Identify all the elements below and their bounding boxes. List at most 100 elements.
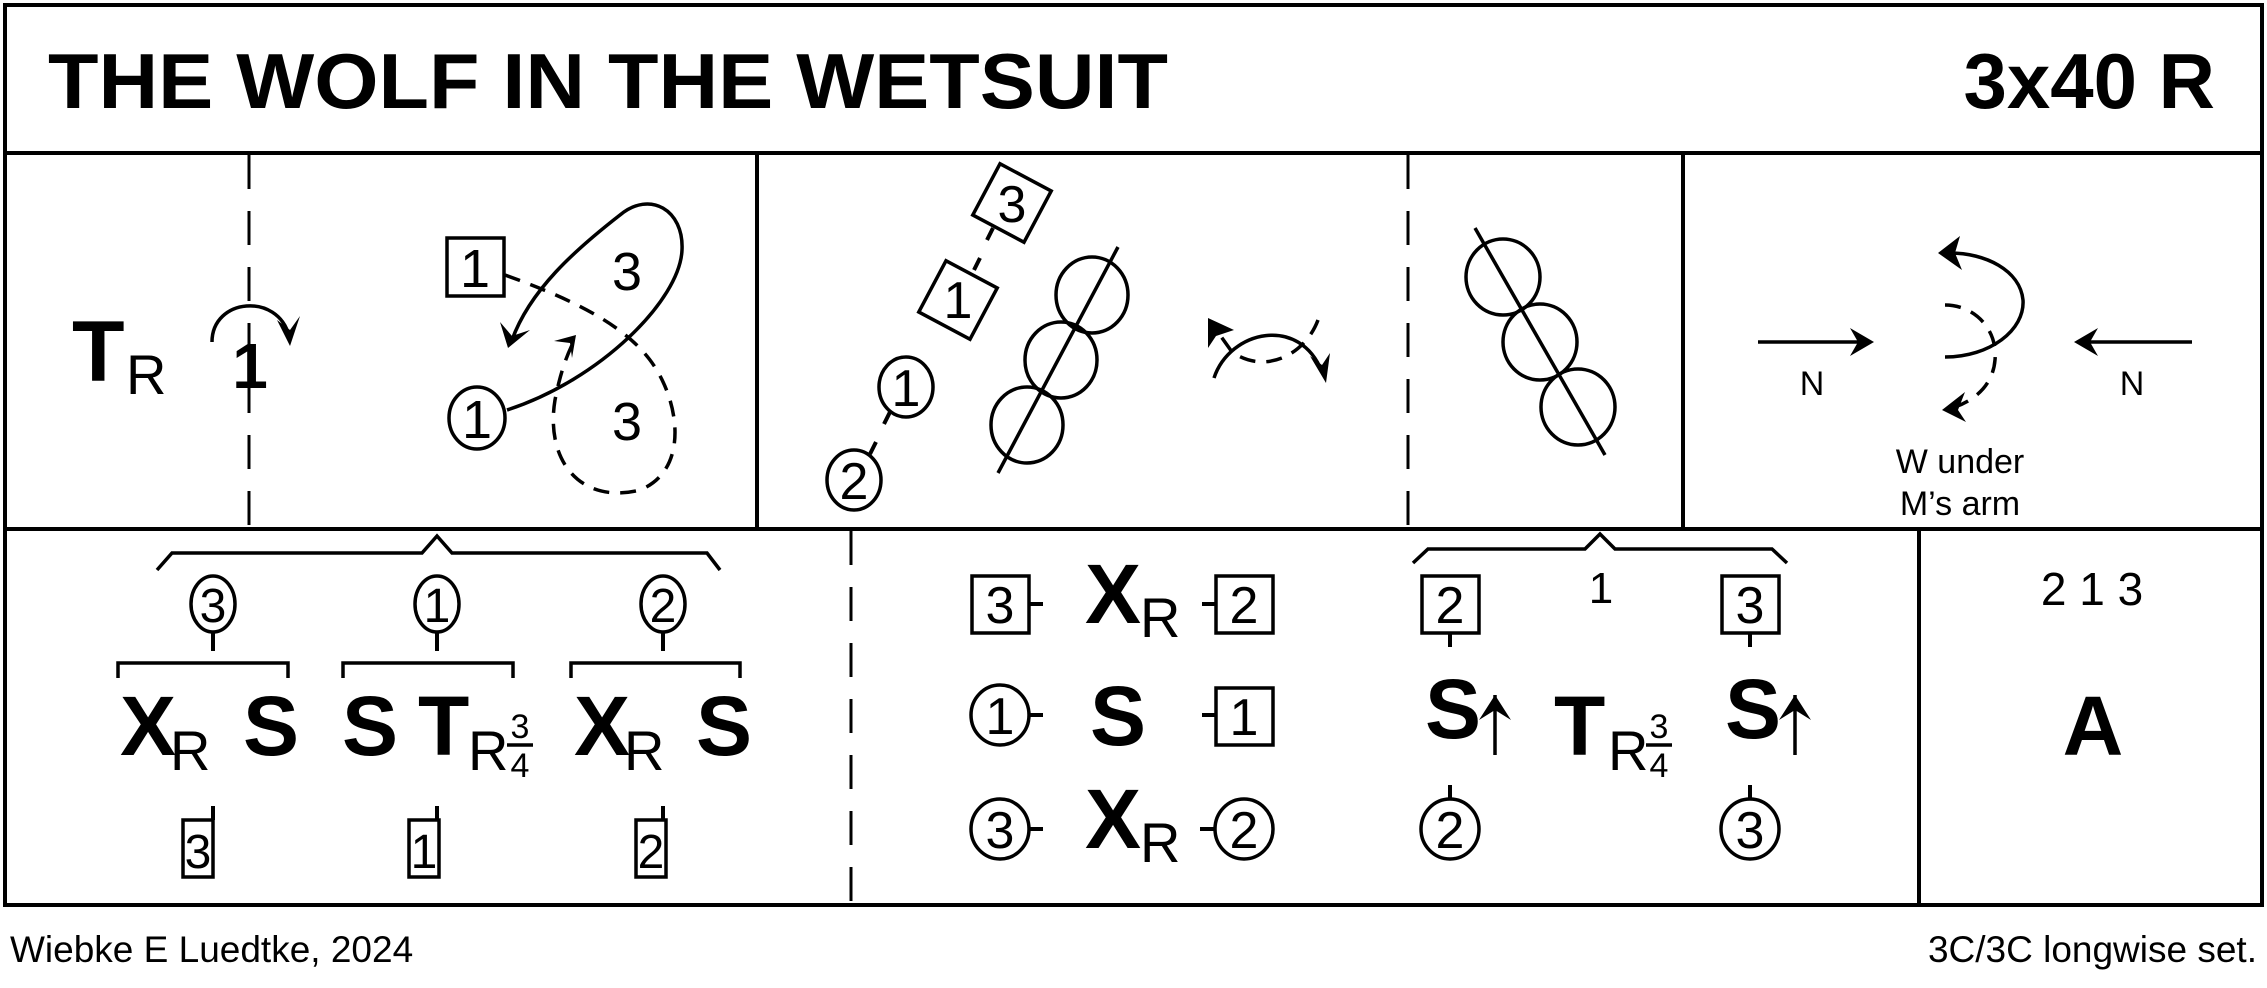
cross-symbol: X xyxy=(574,679,630,773)
direction-sub: R xyxy=(1140,811,1180,874)
cell-under-arm-turn: N N W under M’s arm xyxy=(1758,236,2192,523)
reel-circle xyxy=(1501,302,1579,382)
reel-circle xyxy=(1054,255,1130,335)
cell-diagonal-set: 3 1 1 2 xyxy=(825,161,1130,512)
woman-number: 3 xyxy=(998,176,1027,234)
woman-number: 1 xyxy=(944,272,973,330)
set-symbol: S xyxy=(342,679,398,773)
man-number: 3 xyxy=(200,580,227,633)
man-marker xyxy=(877,355,935,419)
cell-cross-and-set: 3 X R 2 1 S 1 3 X R 2 xyxy=(969,547,1275,874)
dance-type: 3x40 R xyxy=(1963,37,2215,125)
man-number: 2 xyxy=(1230,802,1259,860)
direction-sub: R xyxy=(624,719,664,782)
woman-marker xyxy=(1214,686,1275,747)
cross-symbol: X xyxy=(1085,547,1141,641)
connector xyxy=(985,227,995,241)
man-marker xyxy=(1719,797,1781,861)
couples-brace xyxy=(155,533,722,572)
connector xyxy=(882,411,892,425)
set-symbol: S xyxy=(1725,662,1781,756)
arrowhead-icon xyxy=(1310,353,1330,383)
couple-number: 1 xyxy=(1589,564,1613,613)
direction-sub: R xyxy=(170,719,210,782)
connector xyxy=(972,257,982,271)
couples-brace xyxy=(1411,531,1789,565)
turn-symbol: T xyxy=(72,304,125,400)
outer-border xyxy=(3,3,2264,907)
dashed-turn-arc xyxy=(1944,303,1997,409)
woman-number: 3 xyxy=(1736,577,1765,635)
right-arrow-icon xyxy=(1850,328,1874,356)
set-symbol: S xyxy=(1425,662,1481,756)
woman-marker xyxy=(181,818,215,879)
man-number: 1 xyxy=(424,580,451,633)
bottom-couple-number: 3 xyxy=(612,392,642,452)
set-symbol: S xyxy=(696,679,752,773)
cross-symbol: X xyxy=(120,679,176,773)
man-marker xyxy=(1419,797,1481,861)
up-arrow-icon xyxy=(1779,695,1811,720)
man-marker xyxy=(447,385,507,451)
note-line-2: M’s arm xyxy=(1900,485,2020,523)
cell-figure-loops: 1 1 3 3 xyxy=(445,202,684,495)
nearer-hand-label: N xyxy=(2120,365,2145,403)
direction-sub: R xyxy=(1608,719,1648,782)
clockwise-arrow-icon xyxy=(210,304,291,343)
reel-axis xyxy=(996,246,1120,474)
woman-marker xyxy=(1214,574,1275,635)
left-arrow-icon xyxy=(2074,328,2098,356)
man-number: 1 xyxy=(892,360,921,418)
frame xyxy=(3,3,2264,907)
man-number: 3 xyxy=(1736,802,1765,860)
dance-title: THE WOLF IN THE WETSUIT xyxy=(48,37,1168,125)
reel-circle xyxy=(1539,367,1617,447)
fraction-numerator: 3 xyxy=(511,708,530,746)
set-info: 3C/3C longwise set. xyxy=(1928,929,2257,970)
top-couple-number: 3 xyxy=(612,242,642,302)
woman-number: 2 xyxy=(1230,577,1259,635)
man-number: 1 xyxy=(986,688,1015,746)
woman-marker xyxy=(407,818,441,879)
cell-turn-right: T R 1 xyxy=(72,304,300,406)
couple-number: 1 xyxy=(232,330,268,402)
set-symbol: S xyxy=(243,679,299,773)
woman-marker xyxy=(445,236,506,298)
arrowhead-icon xyxy=(554,335,576,358)
arrowhead-icon xyxy=(1942,392,1966,422)
woman-marker xyxy=(634,818,668,879)
set-symbol: S xyxy=(1090,669,1146,763)
nearer-hand-label: N xyxy=(1800,365,1825,403)
man-number: 3 xyxy=(986,802,1015,860)
dashed-arc xyxy=(1213,319,1320,364)
reel-circle xyxy=(1023,320,1099,400)
woman-marker-diamond xyxy=(916,258,1000,342)
woman-marker-diamond xyxy=(970,161,1054,245)
connector xyxy=(868,441,878,455)
reel-axis xyxy=(1473,227,1607,456)
man-number: 2 xyxy=(1436,802,1465,860)
cell-crossing-arcs xyxy=(1208,318,1330,383)
arrowhead-icon xyxy=(1938,236,1962,270)
man-marker xyxy=(1213,797,1275,861)
cell-set-advance-turn: 1 2 S 2 T R 3 4 3 S 3 xyxy=(1411,531,1811,861)
direction-sub: R xyxy=(468,719,508,782)
formation-symbol: A xyxy=(2063,679,2124,773)
direction-sub: R xyxy=(1140,586,1180,649)
fraction-denominator: 4 xyxy=(511,747,530,785)
arrowhead-icon xyxy=(277,316,300,346)
reel-circle xyxy=(1464,237,1542,317)
turn-symbol: T xyxy=(418,679,469,773)
woman-number: 1 xyxy=(411,826,438,879)
dashed-loop-path xyxy=(504,273,677,495)
cell-cross-set-groups: 3 X R S 3 1 S T R 3 4 1 2 X R S 2 xyxy=(116,533,752,879)
turn-symbol: T xyxy=(1554,679,1605,773)
author-credit: Wiebke E Luedtke, 2024 xyxy=(10,929,413,970)
group-bracket xyxy=(116,661,290,678)
woman-number: 3 xyxy=(185,826,212,879)
man-number: 1 xyxy=(462,390,492,450)
cross-symbol: X xyxy=(1085,772,1141,866)
man-number: 2 xyxy=(840,453,869,511)
note-line-1: W under xyxy=(1896,443,2025,481)
